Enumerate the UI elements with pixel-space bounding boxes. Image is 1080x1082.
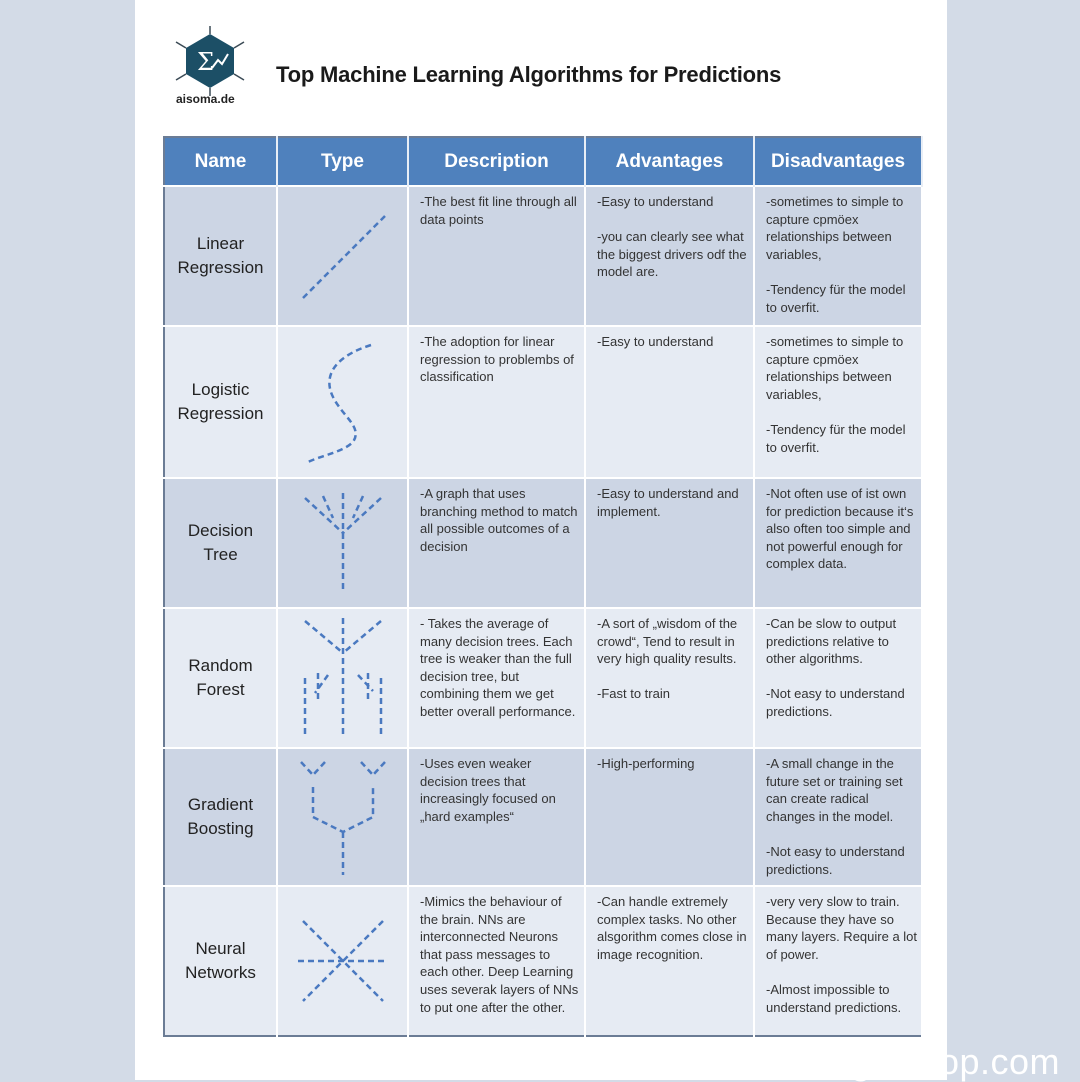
dashed-line-icon	[301, 215, 386, 299]
algorithm-name: Linear Regression	[164, 185, 278, 326]
table-row: Linear Regression -The best fit line thr…	[164, 185, 923, 326]
advantages-cell: -Easy to understand and implement.	[585, 477, 755, 608]
description-cell: -A graph that uses branching method to m…	[408, 477, 586, 608]
description-cell: - Takes the average of many decision tre…	[408, 607, 586, 748]
disadvantages-cell: -A small change in the future set or tra…	[754, 747, 923, 886]
watermark: KnowledgeChop.com	[709, 1041, 1060, 1082]
description-cell: -Uses even weaker decision trees that in…	[408, 747, 586, 886]
algorithm-name: Neural Networks	[164, 885, 278, 1036]
algorithm-name: Logistic Regression	[164, 325, 278, 478]
table-row: Random Forest - Takes the average of man…	[164, 607, 923, 748]
column-header-description: Description	[408, 137, 586, 186]
page-title: Top Machine Learning Algorithms for Pred…	[276, 62, 782, 87]
disadvantages-cell: -sometimes to simple to capture cpmöex r…	[754, 325, 923, 478]
algorithms-table: Name Type Description Advantages Disadva…	[163, 136, 923, 1037]
description-cell: -Mimics the behaviour of the brain. NNs …	[408, 885, 586, 1036]
advantages-cell: -Easy to understand -you can clearly see…	[585, 185, 755, 326]
disadvantages-cell: -Not often use of ist own for prediction…	[754, 477, 923, 608]
forest-icon	[303, 618, 382, 738]
table-row: Logistic Regression -The adoption for li…	[164, 325, 923, 478]
column-header-advantages: Advantages	[585, 137, 755, 186]
disadvantages-cell: -Can be slow to output predictions relat…	[754, 607, 923, 748]
disadvantages-cell: -sometimes to simple to capture cpmöex r…	[754, 185, 923, 326]
s-curve-icon	[306, 343, 371, 464]
column-header-disadvantages: Disadvantages	[754, 137, 923, 186]
algorithm-name: Decision Tree	[164, 477, 278, 608]
advantages-cell: -Easy to understand	[585, 325, 755, 478]
advantages-cell: -High-performing	[585, 747, 755, 886]
table-row: Decision Tree -A graph that uses branchi…	[164, 477, 923, 608]
table-row: Neural Networks -Mimics the behaviour of…	[164, 885, 923, 1036]
column-header-type: Type	[277, 137, 409, 186]
logo-text: aisoma.de	[176, 92, 235, 106]
tree-icon	[303, 493, 382, 593]
advantages-cell: -Can handle extremely complex tasks. No …	[585, 885, 755, 1036]
description-cell: -The best fit line through all data poin…	[408, 185, 586, 326]
algorithm-name: Gradient Boosting	[164, 747, 278, 886]
table-header-row: Name Type Description Advantages Disadva…	[164, 137, 923, 186]
aisoma-logo-icon: Σ	[175, 26, 245, 96]
boosting-tree-icon	[299, 761, 386, 875]
disadvantages-cell: -very very slow to train. Because they h…	[754, 885, 923, 1036]
table-row: Gradient Boosting -Uses even weaker deci…	[164, 747, 923, 886]
advantages-cell: -A sort of „wisdom of the crowd“, Tend t…	[585, 607, 755, 748]
algorithm-name: Random Forest	[164, 607, 278, 748]
network-star-icon	[297, 920, 388, 1002]
description-cell: -The adoption for linear regression to p…	[408, 325, 586, 478]
svg-text:Σ: Σ	[197, 48, 214, 76]
column-header-name: Name	[164, 137, 278, 186]
